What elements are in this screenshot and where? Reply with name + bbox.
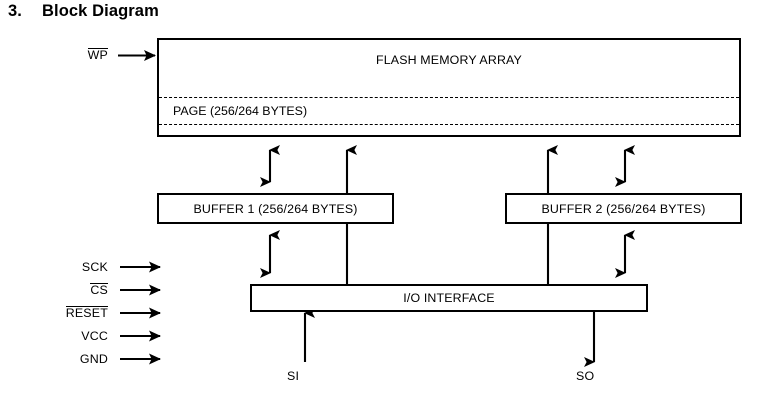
pin-vcc-text: VCC bbox=[81, 329, 108, 343]
pin-label-si: SI bbox=[287, 369, 299, 383]
flash-memory-array-label: FLASH MEMORY ARRAY bbox=[376, 53, 522, 67]
buffer-2-label: BUFFER 2 (256/264 BYTES) bbox=[541, 201, 706, 216]
page-title: 3. Block Diagram bbox=[8, 2, 159, 21]
pin-label-cs: CS bbox=[28, 283, 108, 297]
buffer-1-label: BUFFER 1 (256/264 BYTES) bbox=[193, 201, 358, 216]
pin-sck-text: SCK bbox=[81, 260, 108, 274]
pin-label-wp: WP bbox=[28, 48, 108, 62]
pin-label-sck: SCK bbox=[28, 260, 108, 274]
pin-label-reset: RESET bbox=[28, 306, 108, 320]
pin-so-text: SO bbox=[576, 369, 595, 383]
pin-label-vcc: VCC bbox=[28, 329, 108, 343]
pin-label-so: SO bbox=[576, 369, 594, 383]
page-band: PAGE (256/264 BYTES) bbox=[159, 97, 739, 125]
section-title: Block Diagram bbox=[42, 2, 159, 20]
pin-cs-text: CS bbox=[90, 283, 108, 297]
block-flash-memory-array: FLASH MEMORY ARRAY PAGE (256/264 BYTES) bbox=[157, 38, 741, 137]
block-buffer-2: BUFFER 2 (256/264 BYTES) bbox=[505, 193, 742, 224]
io-interface-label: I/O INTERFACE bbox=[403, 291, 495, 305]
block-buffer-1: BUFFER 1 (256/264 BYTES) bbox=[157, 193, 394, 224]
pin-reset-text: RESET bbox=[65, 306, 108, 320]
page-band-label: PAGE (256/264 BYTES) bbox=[173, 104, 308, 118]
pin-label-gnd: GND bbox=[28, 352, 108, 366]
block-io-interface: I/O INTERFACE bbox=[250, 284, 648, 312]
section-number: 3. bbox=[8, 2, 22, 20]
pin-wp-text: WP bbox=[87, 48, 108, 62]
pin-si-text: SI bbox=[287, 369, 300, 383]
pin-gnd-text: GND bbox=[79, 352, 108, 366]
